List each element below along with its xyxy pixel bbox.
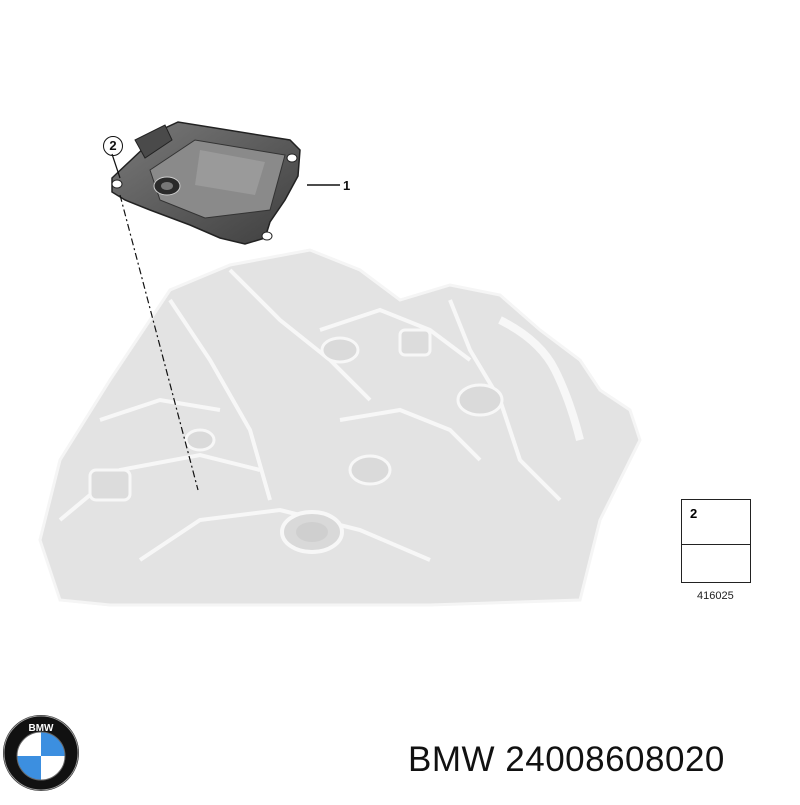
diagram-code: 416025 [697, 590, 734, 602]
leader-lines [111, 153, 340, 491]
part-number-caption: BMW 24008608020 [408, 740, 725, 779]
transmission-control-module [111, 121, 301, 245]
callout-part-2: 2 [103, 136, 123, 156]
legend-part-number: 2 [690, 506, 698, 521]
gearbox-illustration [38, 248, 642, 607]
logo-text: BMW [29, 723, 55, 734]
bmw-logo-icon: BMW [3, 715, 79, 791]
legend-divider [682, 544, 750, 545]
callout-part-1: 1 [343, 178, 351, 193]
fastener-legend: 2 [681, 499, 751, 583]
